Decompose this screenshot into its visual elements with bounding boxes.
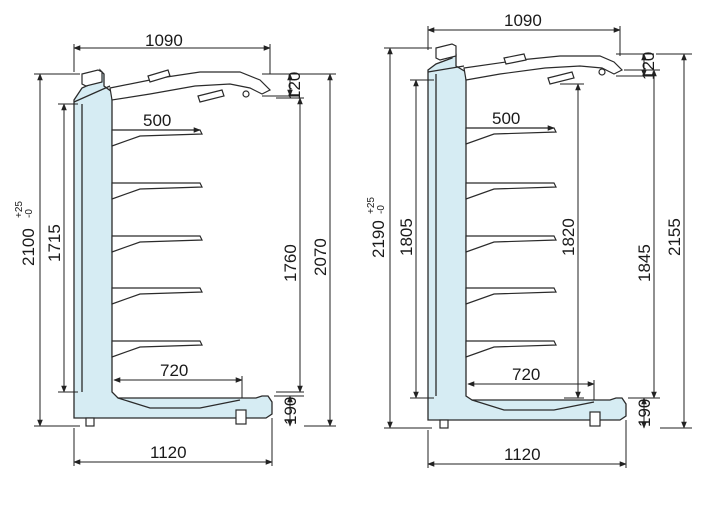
right-shelf-1 bbox=[465, 127, 557, 145]
right-shelf-4 bbox=[465, 287, 557, 305]
left-shelf-4 bbox=[111, 287, 203, 305]
right-dim-bottom-depth: 1120 bbox=[504, 445, 541, 464]
right-shelf-5 bbox=[465, 340, 557, 358]
right-dim-top-depth: 1090 bbox=[504, 11, 542, 30]
right-dim-canopy-height: 120 bbox=[639, 52, 658, 80]
left-canopy-knob bbox=[242, 90, 250, 98]
right-cabinet bbox=[427, 43, 627, 429]
left-dim-outer-height: 2070 bbox=[311, 238, 330, 276]
right-dim-tolerance-plus: +25 bbox=[366, 197, 377, 214]
right-dim-shelf-depth: 500 bbox=[492, 109, 520, 128]
left-shelf-1 bbox=[111, 129, 203, 147]
right-canopy bbox=[463, 55, 624, 81]
left-foot-1 bbox=[85, 417, 95, 427]
left-dim-tolerance-minus: -0 bbox=[24, 209, 35, 218]
right-dim-inner-height: 1805 bbox=[397, 218, 416, 256]
right-dim-base-height: 190 bbox=[635, 399, 654, 427]
right-canopy-knob bbox=[598, 68, 606, 76]
left-canopy-light bbox=[147, 69, 171, 83]
left-shelves bbox=[111, 129, 203, 358]
left-dim-total-height: 2100 bbox=[19, 228, 38, 266]
left-dim-tolerance-plus: +25 bbox=[14, 201, 25, 218]
left-shelf-2 bbox=[111, 182, 203, 200]
left-dim-base-height: 190 bbox=[281, 397, 300, 425]
left-canopy bbox=[109, 71, 272, 101]
right-dim-deck-depth: 720 bbox=[512, 365, 540, 384]
left-dimensions: 1090 120 500 2100 +25 -0 1715 1760 2070 bbox=[14, 31, 336, 466]
right-dim-total-height: 2190 bbox=[369, 220, 388, 258]
right-foot-2 bbox=[589, 411, 601, 427]
left-deck bbox=[117, 397, 241, 409]
left-dim-canopy-height: 120 bbox=[285, 72, 304, 100]
right-shelf-2 bbox=[465, 182, 557, 200]
left-cabinet bbox=[73, 68, 273, 427]
right-dimensions: 1090 120 500 2190 +25 -0 1805 1820 1845 bbox=[366, 11, 692, 468]
right-top-box bbox=[435, 43, 457, 61]
left-dim-shelf-depth: 500 bbox=[143, 111, 171, 130]
left-canopy-clip bbox=[197, 89, 225, 103]
right-dim-shelf-span: 1820 bbox=[559, 218, 578, 256]
right-shelf-3 bbox=[465, 235, 557, 253]
left-top-box bbox=[81, 69, 103, 87]
right-canopy-light bbox=[503, 53, 527, 65]
left-dim-deck-depth: 720 bbox=[160, 361, 188, 380]
right-deck bbox=[471, 399, 595, 411]
left-dim-bottom-depth: 1120 bbox=[150, 443, 187, 462]
left-dim-shelf-span: 1760 bbox=[281, 244, 300, 282]
right-foot-1 bbox=[439, 419, 449, 429]
right-inner-panel bbox=[427, 65, 465, 73]
right-dim-tolerance-minus: -0 bbox=[376, 205, 387, 214]
left-foot-2 bbox=[235, 409, 247, 425]
left-dim-top-depth: 1090 bbox=[145, 31, 183, 50]
left-shelf-5 bbox=[111, 340, 203, 358]
left-inner-panel bbox=[73, 85, 111, 103]
right-dim-overall-height: 2155 bbox=[665, 218, 684, 256]
left-shelf-3 bbox=[111, 235, 203, 253]
right-shelves bbox=[465, 127, 557, 358]
right-canopy-clip bbox=[547, 71, 575, 85]
right-dim-outer-height: 1845 bbox=[635, 244, 654, 282]
left-dim-inner-height: 1715 bbox=[45, 224, 64, 262]
